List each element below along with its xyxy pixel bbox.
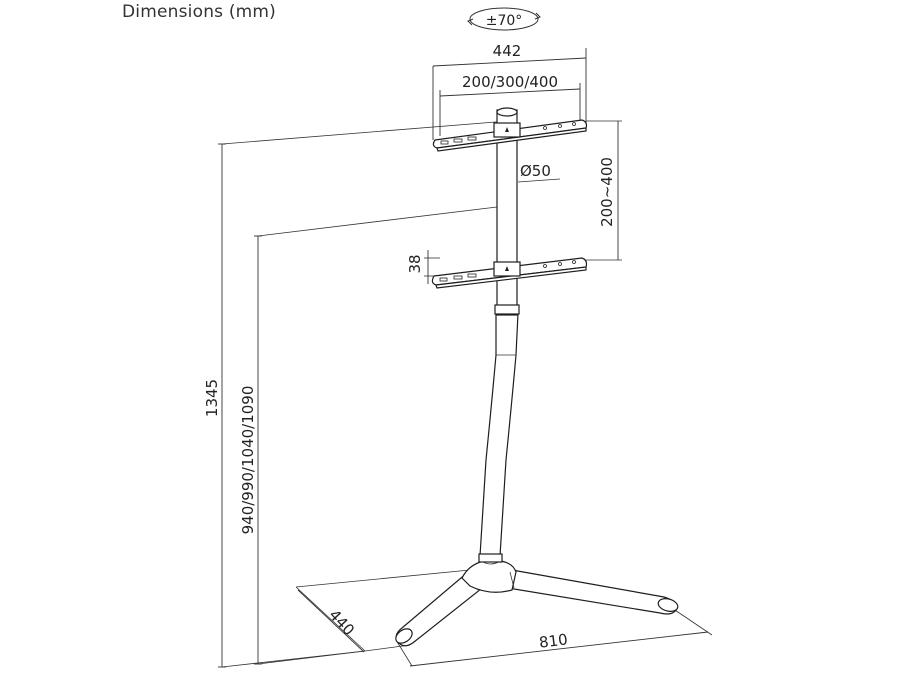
width-label: 442: [493, 42, 522, 60]
spacing-label: 200~400: [598, 157, 616, 227]
base-depth-dimension: [297, 589, 365, 653]
total-height-label: 1345: [203, 379, 221, 417]
stand-base: [395, 559, 679, 647]
lower-column: [478, 312, 519, 563]
vesa-label: 200/300/400: [462, 73, 558, 91]
bracket-height-label: 38: [406, 254, 424, 273]
height-dimension-center: [254, 235, 262, 665]
rotation-icon: [467, 7, 541, 31]
pole-diameter-label: Ø50: [520, 162, 551, 180]
center-height-label: 940/990/1040/1090: [239, 386, 257, 535]
base-depth-label: 440: [325, 606, 358, 639]
width-dimension-442: [432, 48, 587, 140]
base-width-label: 810: [538, 630, 569, 651]
height-dimension-1345: [218, 143, 226, 668]
page-title: Dimensions (mm): [122, 2, 277, 22]
rotation-label: ±70°: [486, 13, 523, 29]
lower-bracket: [431, 257, 588, 289]
base-width-dimension: [409, 631, 709, 667]
upper-bracket: [432, 119, 588, 152]
